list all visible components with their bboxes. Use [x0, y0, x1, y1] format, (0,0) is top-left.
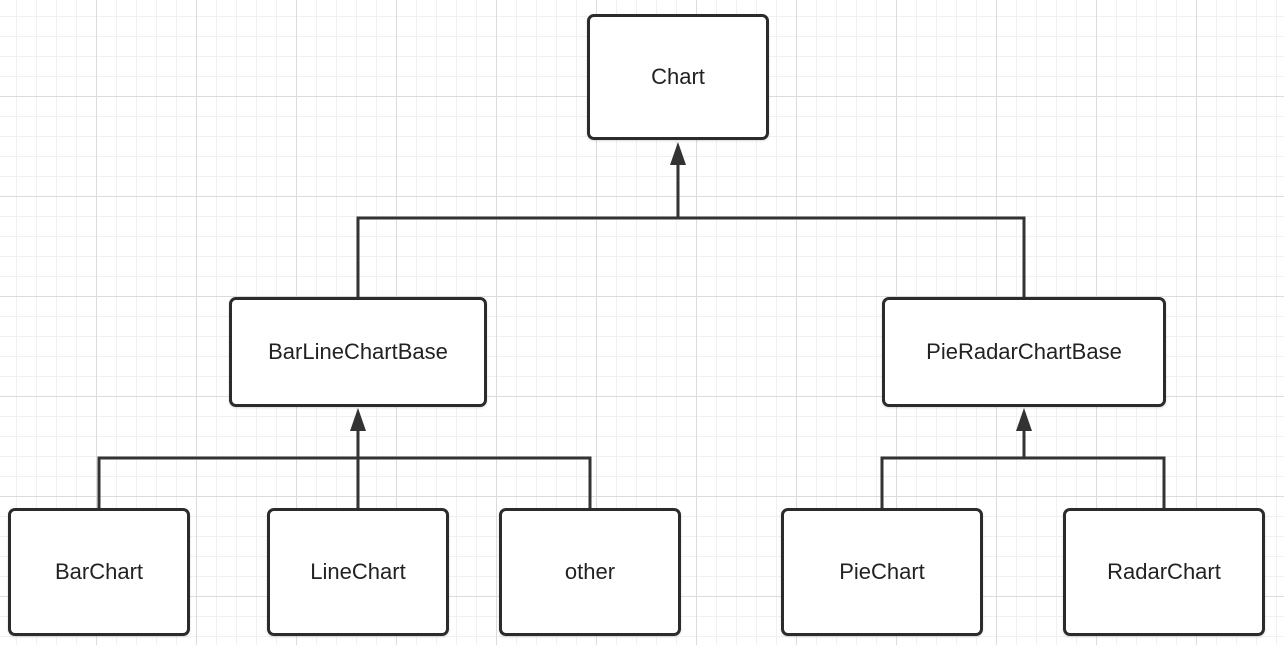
- node-chart[interactable]: Chart: [587, 14, 769, 140]
- edge-children-to-barlinebase: [97, 456, 592, 508]
- node-barchart[interactable]: BarChart: [8, 508, 190, 636]
- node-label: PieRadarChartBase: [926, 339, 1122, 364]
- node-label: BarChart: [54, 559, 144, 584]
- node-label: RadarChart: [1107, 559, 1221, 584]
- node-label: PieChart: [839, 559, 925, 584]
- node-barlinechartbase[interactable]: BarLineChartBase: [229, 297, 487, 407]
- arrowhead-barlinebase-icon: [350, 408, 366, 431]
- arrowhead-chart-icon: [670, 142, 686, 165]
- edge-barlinebase-to-chart: [356, 216, 1026, 297]
- node-other[interactable]: other: [499, 508, 681, 636]
- node-linechart[interactable]: LineChart: [267, 508, 449, 636]
- arrowhead-pieradarbase-icon: [1016, 408, 1032, 431]
- node-pieradarchartbase[interactable]: PieRadarChartBase: [882, 297, 1166, 407]
- node-label: other: [564, 559, 616, 584]
- node-radarchart[interactable]: RadarChart: [1063, 508, 1265, 636]
- node-label: Chart: [651, 64, 705, 89]
- node-label: BarLineChartBase: [268, 339, 448, 364]
- node-label: LineChart: [310, 559, 406, 584]
- node-piechart[interactable]: PieChart: [781, 508, 983, 636]
- edge-children-to-pieradarbase: [880, 456, 1166, 508]
